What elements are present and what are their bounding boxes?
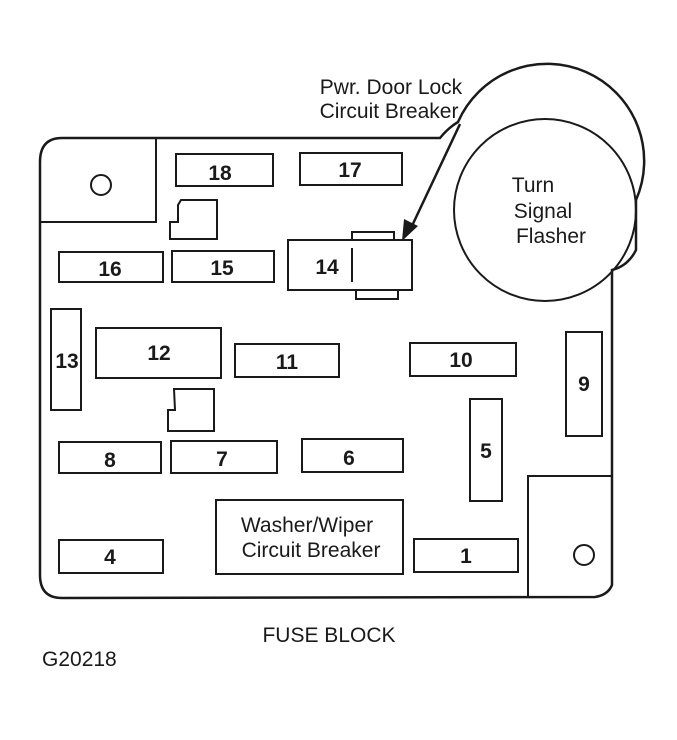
- fuse-17: [299, 152, 403, 186]
- fuse-13: [50, 308, 82, 411]
- fuse-6-label: 6: [343, 447, 355, 470]
- relay-14-tab-bottom: [355, 290, 399, 300]
- flasher-label-line3: Flasher: [516, 225, 586, 248]
- fuse-15: [171, 250, 275, 283]
- flasher-label-line2: Signal: [514, 200, 572, 223]
- spare-socket-upper: [169, 199, 218, 240]
- turn-signal-flasher: [453, 118, 637, 302]
- relay-14-label: 14: [315, 256, 339, 279]
- fuse-13-label: 13: [55, 350, 78, 373]
- fuse-18: [175, 153, 274, 187]
- fuse-10: [409, 342, 517, 377]
- fuse-12-label: 12: [147, 342, 170, 365]
- fuse-1-label: 1: [460, 545, 472, 568]
- fuse-15-label: 15: [210, 257, 234, 280]
- fuse-9-label: 9: [578, 373, 590, 396]
- fuse-7: [170, 440, 278, 474]
- fuse-11-label: 11: [276, 351, 299, 374]
- mount-hole-top-left: [90, 174, 112, 196]
- callout-label-line1: Pwr. Door Lock: [320, 76, 463, 99]
- fuse-17-label: 17: [338, 159, 361, 182]
- washer-wiper-circuit-breaker: [215, 499, 404, 575]
- spare-socket-lower: [167, 388, 215, 432]
- fuse-10-label: 10: [449, 349, 472, 372]
- mount-corner-top-left: [40, 138, 157, 223]
- fuse-5: [469, 398, 503, 502]
- fuse-9: [565, 331, 603, 437]
- relay-14-tab-top: [351, 231, 395, 240]
- callout-arrow-line: [409, 123, 462, 229]
- fuse-5-label: 5: [480, 440, 492, 463]
- fuse-16-label: 16: [98, 258, 121, 281]
- fuse-16: [58, 251, 164, 283]
- fuse-6: [301, 438, 404, 473]
- callout-arrow-head: [402, 219, 418, 241]
- fuse-block-outline: [38, 62, 646, 600]
- figure-id: G20218: [42, 648, 117, 671]
- fuse-8-label: 8: [104, 449, 116, 472]
- fuse-8: [58, 441, 162, 474]
- fuse-18-label: 18: [208, 162, 232, 185]
- washer-breaker-label-line1: Washer/Wiper: [241, 514, 373, 537]
- fuse-4: [58, 539, 164, 574]
- relay-14: [287, 239, 413, 291]
- fuse-7-label: 7: [216, 448, 228, 471]
- fuse-1: [413, 538, 519, 573]
- mount-hole-bottom-right: [573, 544, 595, 566]
- flasher-label-line1: Turn: [512, 174, 554, 197]
- fuse-4-label: 4: [104, 546, 116, 569]
- mount-corner-bottom-right: [527, 475, 612, 597]
- callout-label-line2: Circuit Breaker: [320, 100, 459, 123]
- fuse-11: [234, 343, 340, 378]
- washer-breaker-label-line2: Circuit Breaker: [242, 539, 381, 562]
- diagram-caption: FUSE BLOCK: [262, 624, 395, 647]
- fuse-12: [95, 327, 222, 379]
